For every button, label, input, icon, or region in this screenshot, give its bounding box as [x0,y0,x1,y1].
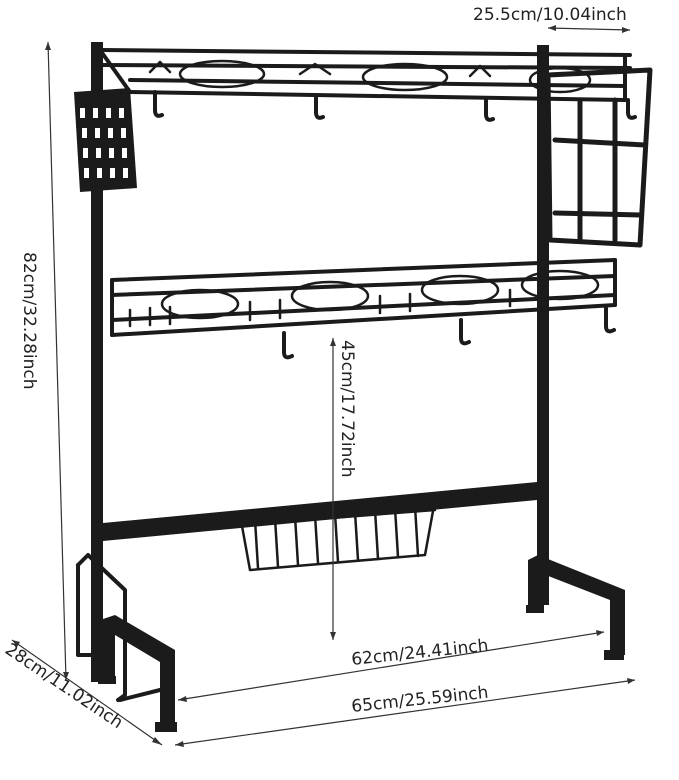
depth-line [11,639,163,746]
plate-guard [76,553,162,702]
hanging-basket [238,498,437,572]
inner-width-label: 62cm/24.41inch [350,636,489,670]
dish-rack [74,42,653,732]
top-width-label: 25.5cm/10.04inch [473,5,627,25]
middle-shelf [110,258,617,337]
total-height-line [47,41,67,681]
inner-height-label: 45cm/17.72inch [337,340,357,478]
inner-width-line [177,631,605,701]
dimension-lines [11,27,636,746]
top-width-line [547,27,631,31]
outer-width-label: 65cm/25.59inch [350,683,489,717]
dimension-arrowheads [12,25,635,747]
right-legs [526,555,625,660]
top-shelf-wire-loops [148,59,592,94]
left-post [91,42,103,682]
lower-crossbar [103,482,537,541]
top-shelf-hooks [153,90,637,122]
outer-width-line [174,679,636,746]
middle-shelf-hooks [282,306,616,360]
right-post [537,45,549,605]
total-height-label: 82cm/32.28inch [19,252,39,390]
utensil-holder [74,88,137,192]
side-holder [545,67,653,248]
middle-shelf-wire-loops [128,269,600,328]
left-legs [98,615,177,732]
